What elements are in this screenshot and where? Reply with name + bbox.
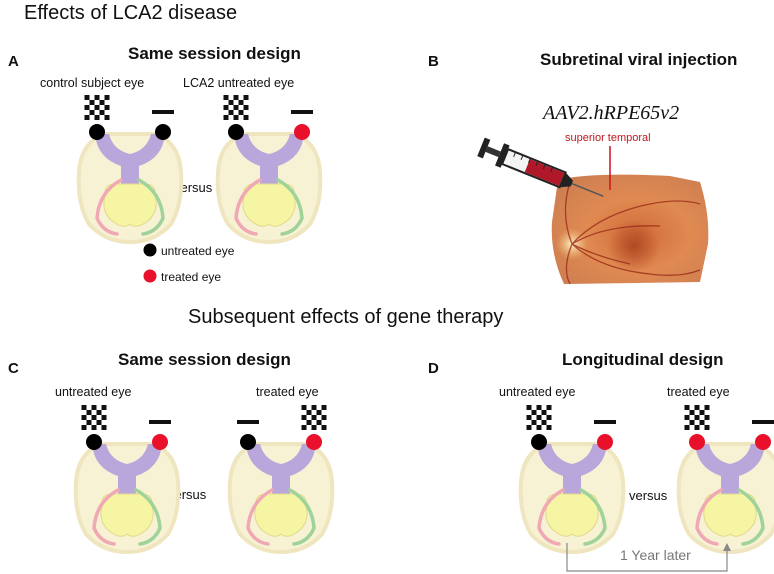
panel-letter-d: D [428, 360, 439, 377]
panel-a-right-label: LCA2 untreated eye [183, 76, 295, 90]
panel-c-title: Same session design [118, 350, 291, 369]
retina-fundus-image [550, 174, 710, 286]
section-title-lca2: Effects of LCA2 disease [24, 2, 238, 24]
checkerboard-stimulus-icon [81, 405, 107, 430]
panel-letter-c: C [8, 360, 19, 377]
optic-chiasm [246, 444, 316, 494]
eye-patch-icon [152, 110, 174, 114]
timeline-label: 1 Year later [617, 547, 694, 563]
left-visual-pathway [246, 488, 274, 546]
right-eye-marker [597, 434, 613, 450]
visual-cortex [703, 493, 757, 537]
panel-a-versus: versus [174, 180, 213, 195]
panel-a-left-label: control subject eye [40, 76, 145, 90]
syringe-icon [477, 118, 623, 198]
left-visual-pathway [92, 488, 120, 546]
brain-diagram-c-treated [226, 402, 336, 555]
legend-treated-marker [143, 269, 157, 283]
legend-untreated-label: untreated eye [161, 244, 235, 258]
brain-diagram-d-before [517, 402, 627, 555]
left-eye-marker [228, 124, 244, 140]
checkerboard-stimulus-icon [684, 405, 710, 430]
eye-patch-icon [149, 420, 171, 424]
right-eye-marker [755, 434, 771, 450]
panel-d-right-label: treated eye [667, 385, 730, 399]
checkerboard-stimulus-icon [301, 405, 327, 430]
left-visual-pathway [234, 178, 262, 236]
optic-chiasm [234, 134, 304, 184]
right-visual-pathway [137, 178, 165, 236]
optic-chiasm [537, 444, 607, 494]
visual-cortex [100, 493, 154, 537]
checkerboard-stimulus-icon [84, 95, 110, 120]
brain-diagram-a-control [75, 92, 185, 245]
eye-patch-icon [291, 110, 313, 114]
right-visual-pathway [276, 178, 304, 236]
panel-b-title: Subretinal viral injection [540, 50, 738, 69]
panel-c-left-label: untreated eye [55, 385, 132, 399]
right-eye-marker [152, 434, 168, 450]
vector-label: AAV2.hRPE65v2 [543, 102, 680, 124]
section-title-gene-therapy: Subsequent effects of gene therapy [188, 306, 504, 328]
eye-patch-icon [752, 420, 774, 424]
visual-cortex [242, 183, 296, 227]
visual-cortex [254, 493, 308, 537]
legend-treated-label: treated eye [161, 270, 222, 284]
checkerboard-stimulus-icon [223, 95, 249, 120]
optic-chiasm [95, 134, 165, 184]
panel-d-versus: versus [629, 488, 668, 503]
right-eye-marker [294, 124, 310, 140]
brain-diagram-a-lca2 [214, 92, 324, 245]
right-eye-marker [155, 124, 171, 140]
left-eye-marker [86, 434, 102, 450]
left-visual-pathway [537, 488, 565, 546]
right-eye-marker [306, 434, 322, 450]
eye-patch-icon [237, 420, 259, 424]
visual-cortex [103, 183, 157, 227]
checkerboard-stimulus-icon [526, 405, 552, 430]
panel-c-right-label: treated eye [256, 385, 319, 399]
timeline-arrow [560, 541, 740, 573]
optic-chiasm [92, 444, 162, 494]
left-eye-marker [689, 434, 705, 450]
left-visual-pathway [695, 488, 723, 546]
brain-diagram-d-after [675, 402, 774, 555]
panel-a-title: Same session design [128, 44, 301, 63]
panel-d-title: Longitudinal design [562, 350, 724, 369]
legend-untreated-marker [143, 243, 157, 257]
injection-site-pointer [608, 146, 612, 192]
left-eye-marker [240, 434, 256, 450]
left-eye-marker [89, 124, 105, 140]
right-visual-pathway [288, 488, 316, 546]
right-visual-pathway [737, 488, 765, 546]
eye-patch-icon [594, 420, 616, 424]
panel-letter-b: B [428, 53, 439, 70]
visual-cortex [545, 493, 599, 537]
brain-diagram-c-untreated [72, 402, 182, 555]
left-visual-pathway [95, 178, 123, 236]
panel-d-left-label: untreated eye [499, 385, 576, 399]
right-visual-pathway [134, 488, 162, 546]
panel-letter-a: A [8, 53, 19, 70]
injection-site-label: superior temporal [565, 132, 651, 144]
optic-chiasm [695, 444, 765, 494]
right-visual-pathway [579, 488, 607, 546]
left-eye-marker [531, 434, 547, 450]
